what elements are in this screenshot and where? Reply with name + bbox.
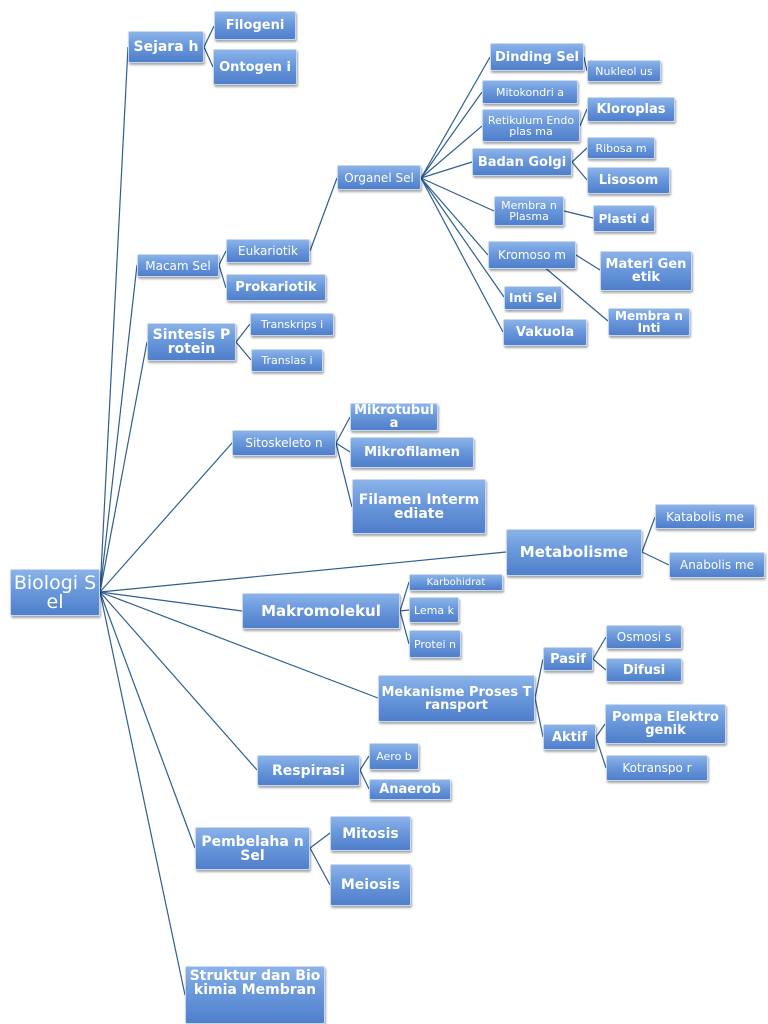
node-osmosis[interactable]: Osmosi s (606, 625, 682, 649)
node-materi-genetik[interactable]: Materi Genetik (600, 251, 692, 291)
node-dinding-sel[interactable]: Dinding Sel (490, 43, 584, 71)
node-retikulum-endoplasma[interactable]: Retikulum Endoplas ma (482, 109, 580, 142)
node-badan-golgi[interactable]: Badan Golgi (472, 148, 572, 176)
node-sejarah[interactable]: Sejara h (128, 31, 204, 63)
node-organel-sel[interactable]: Organel Sel (337, 165, 421, 190)
node-ribosom[interactable]: Ribosa m (587, 137, 655, 159)
node-inti-sel[interactable]: Inti Sel (504, 286, 562, 310)
node-meiosis[interactable]: Meiosis (330, 864, 411, 906)
node-ontogeni[interactable]: Ontogen i (213, 49, 297, 85)
node-plastid[interactable]: Plasti d (593, 205, 655, 232)
node-filogeni[interactable]: Filogeni (214, 11, 296, 40)
node-lisosom[interactable]: Lisosom (587, 167, 670, 194)
node-struktur-biokimia-membran[interactable]: Struktur dan Biokimia Membran (185, 966, 325, 1024)
node-protein[interactable]: Protei n (409, 630, 461, 658)
node-nukleolus[interactable]: Nukleol us (587, 60, 661, 82)
node-biologi-sel[interactable]: Biologi Sel (10, 569, 100, 616)
node-mitokondria[interactable]: Mitokondri a (482, 80, 578, 104)
node-mekanisme-proses-transport[interactable]: Mekanisme Proses Transport (378, 675, 535, 722)
node-eukariotik[interactable]: Eukariotik (226, 239, 310, 263)
node-macam-sel[interactable]: Macam Sel (137, 254, 219, 277)
node-pasif[interactable]: Pasif (543, 647, 593, 671)
node-sintesis-protein[interactable]: Sintesis Protein (147, 323, 236, 361)
node-aktif[interactable]: Aktif (543, 724, 596, 750)
node-pompa-elektrogenik[interactable]: Pompa Elektrogenik (605, 704, 726, 744)
node-anabolisme[interactable]: Anabolis me (669, 552, 765, 578)
node-difusi[interactable]: Difusi (606, 658, 682, 682)
node-aerob[interactable]: Aero b (369, 743, 419, 770)
node-filamen-intermediate[interactable]: Filamen Intermediate (352, 479, 486, 534)
node-translasi[interactable]: Translas i (251, 349, 323, 372)
node-lemak[interactable]: Lema k (409, 597, 459, 623)
node-mikrotubula[interactable]: Mikrotubula (350, 403, 438, 431)
node-makromolekul[interactable]: Makromolekul (242, 593, 400, 629)
node-pembelahan-sel[interactable]: Pembelaha n Sel (195, 827, 310, 870)
node-kromosom[interactable]: Kromoso m (488, 241, 576, 269)
node-vakuola[interactable]: Vakuola (503, 319, 587, 346)
node-membran-inti[interactable]: Membra n Inti (608, 308, 690, 336)
node-kotranspor[interactable]: Kotranspo r (606, 755, 708, 781)
node-transkripsi[interactable]: Transkrips i (250, 313, 334, 336)
node-kloroplas[interactable]: Kloroplas (587, 97, 675, 122)
node-anaerob[interactable]: Anaerob (369, 779, 451, 800)
node-katabolisme[interactable]: Katabolis me (655, 504, 755, 529)
node-metabolisme[interactable]: Metabolisme (506, 529, 642, 576)
node-respirasi[interactable]: Respirasi (257, 755, 360, 786)
node-mitosis[interactable]: Mitosis (330, 816, 411, 851)
node-sitoskeleton[interactable]: Sitoskeleto n (232, 430, 336, 456)
node-membran-plasma[interactable]: Membra n Plasma (494, 196, 564, 226)
node-prokariotik[interactable]: Prokariotik (226, 274, 326, 301)
node-karbohidrat[interactable]: Karbohidrat (409, 574, 503, 591)
node-mikrofilamen[interactable]: Mikrofilamen (350, 437, 474, 468)
